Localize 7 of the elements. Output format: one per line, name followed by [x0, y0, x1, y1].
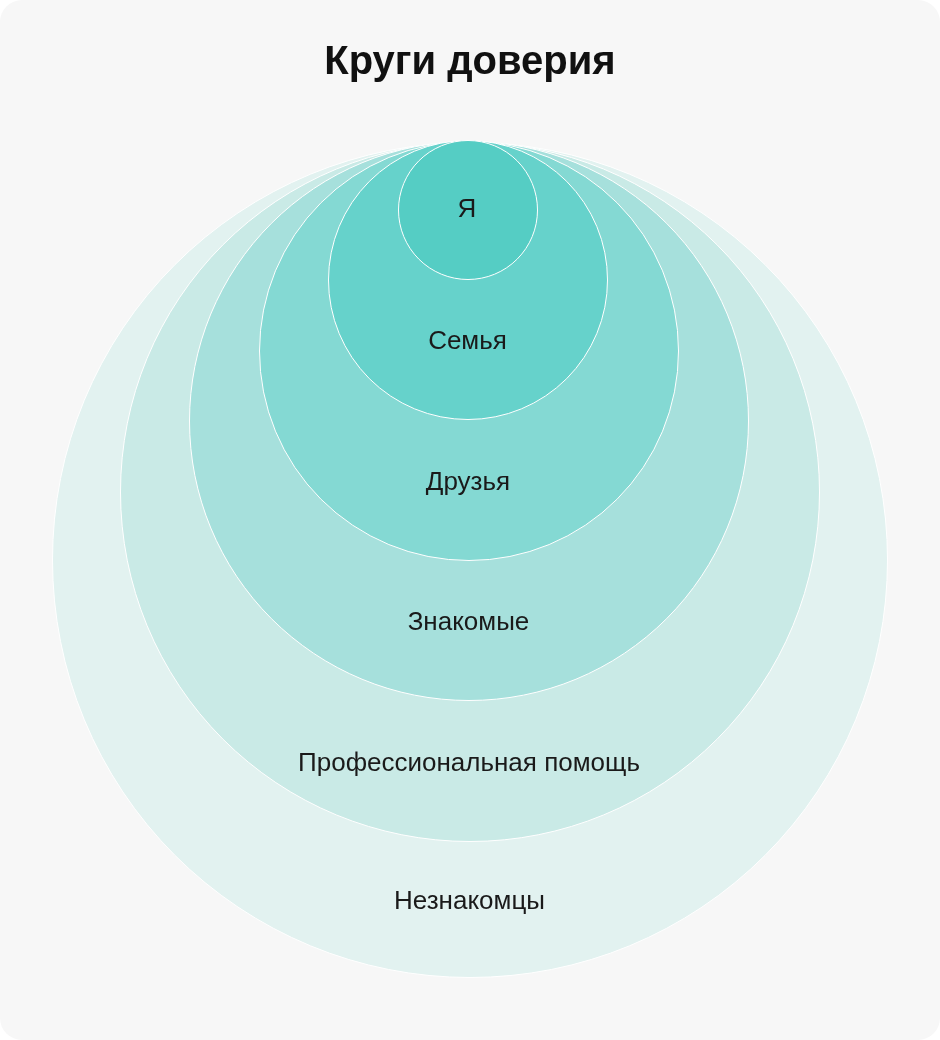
circle-label: Незнакомцы	[393, 884, 546, 918]
circle-label: Профессиональная помощь	[297, 745, 641, 779]
circle-label: Я	[456, 191, 478, 225]
circle-label: Друзья	[424, 464, 512, 498]
circle-label: Семья	[427, 324, 508, 358]
circle-label: Знакомые	[406, 605, 531, 639]
title: Круги доверия	[323, 38, 617, 83]
